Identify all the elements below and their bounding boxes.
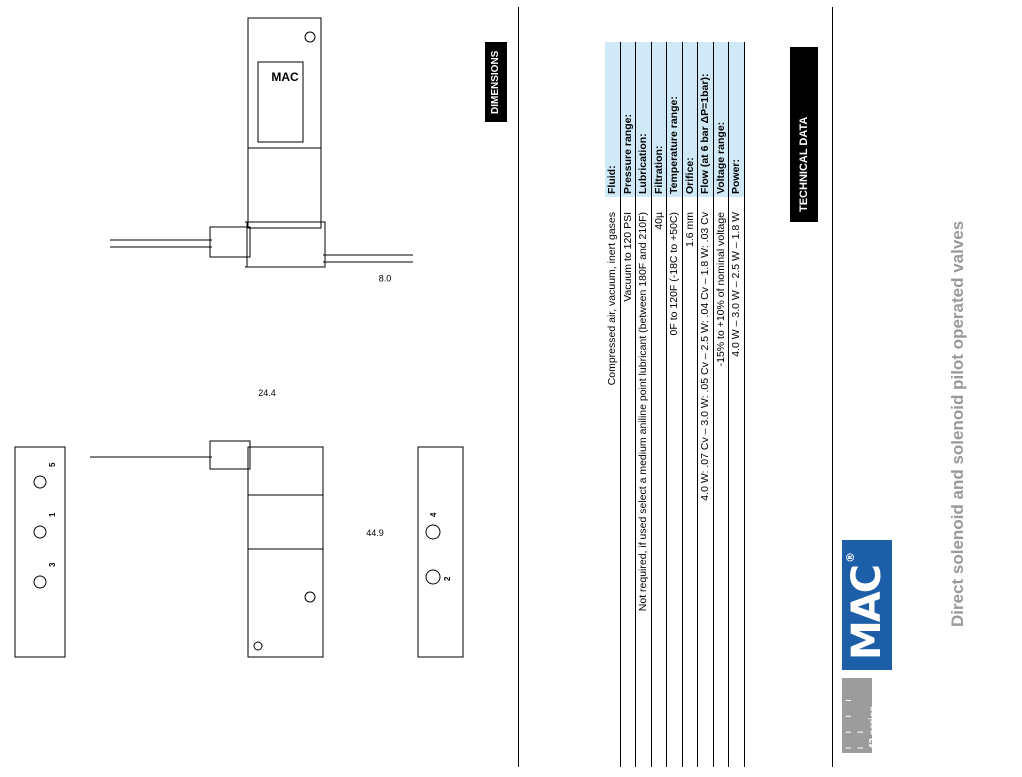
spec-value: 1.6 mm	[683, 212, 696, 248]
dimensions-title: DIMENSIONS	[485, 42, 507, 122]
spec-value: 4.0 W: .07 Cv – 3.0 W: .05 Cv – 2.5 W: .…	[699, 212, 711, 501]
spec-value: -15% to +10% of nominal voltage	[714, 212, 727, 367]
spec-value: Compressed air, vacuum, inert gases	[606, 212, 618, 386]
bottom-face-outline	[14, 446, 66, 658]
valve-bottom-view-drawing: 5 1 3	[14, 446, 66, 658]
valve-side-view-drawing	[245, 221, 413, 268]
series-dots: l l l l l l	[846, 693, 865, 749]
spec-label: Voltage range:	[713, 42, 728, 197]
spec-row-voltage-range: Voltage range: -15% to +10% of nominal v…	[713, 42, 729, 767]
spec-value: Vacuum to 120 PSI	[621, 212, 634, 302]
spec-row-orifice: Orifice: 1.6 mm	[682, 42, 698, 767]
port-3	[33, 575, 47, 589]
series-badge: l l l l l l 43 series	[842, 678, 879, 753]
port-5	[33, 475, 47, 489]
technical-data-title: TECHNICAL DATA	[790, 47, 818, 222]
spec-value: 4.0 W – 3.0 W – 2.5 W – 1.8 W	[730, 212, 742, 357]
spec-label: Filtration:	[651, 42, 666, 197]
spec-label: Orifice:	[682, 42, 697, 197]
technical-data-table: Fluid: Compressed air, vacuum, inert gas…	[605, 42, 745, 767]
port-4	[425, 524, 441, 540]
spec-row-lubrication: Lubrication: Not required, if used selec…	[636, 42, 652, 767]
spec-label: Flow (at 6 bar ΔP=1bar):	[698, 42, 713, 197]
mounting-hole	[253, 641, 263, 651]
port-label-2: 2	[443, 576, 452, 581]
valve-front-view-drawing	[90, 440, 324, 658]
spec-row-filtration: Filtration: 40µ	[651, 42, 667, 767]
registered-mark: ®	[844, 553, 857, 563]
connector-housing	[209, 226, 251, 258]
logo-text: MAC	[844, 565, 890, 660]
port-1	[33, 525, 47, 539]
nameplate-logo: MAC	[271, 70, 299, 84]
page-heading: Direct solenoid and solenoid pilot opera…	[948, 220, 967, 627]
port-label-4: 4	[429, 512, 438, 517]
spec-value: 0F to 120F (-18C to +50C)	[668, 212, 680, 336]
spec-value: Not required, if used select a medium an…	[637, 212, 649, 612]
valve-front-outline	[247, 446, 324, 658]
mounting-hole	[304, 591, 316, 603]
spec-row-power: Power: 4.0 W – 3.0 W – 2.5 W – 1.8 W	[729, 42, 745, 767]
spec-label: Pressure range:	[620, 42, 635, 197]
spec-row-pressure-range: Pressure range: Vacuum to 120 PSI	[620, 42, 636, 767]
spec-label: Power:	[729, 42, 744, 197]
spec-row-flow: Flow (at 6 bar ΔP=1bar): 4.0 W: .07 Cv –…	[698, 42, 714, 767]
spec-row-fluid: Fluid: Compressed air, vacuum, inert gas…	[605, 42, 621, 767]
port-label-3: 3	[48, 562, 57, 567]
spec-label: Temperature range:	[667, 42, 682, 197]
port-2	[425, 569, 441, 585]
section-divider-top	[832, 7, 833, 767]
spec-value: 40µ	[652, 212, 665, 230]
spec-row-temperature-range: Temperature range: 0F to 120F (-18C to +…	[667, 42, 683, 767]
nameplate	[257, 61, 304, 143]
series-label: 43 series	[868, 706, 879, 749]
connector-housing	[209, 440, 251, 470]
mac-logo: MAC ®	[842, 540, 892, 670]
valve-port-view-drawing: 4 2	[417, 446, 464, 658]
mounting-hole	[304, 31, 316, 43]
valve-top-view-drawing: MAC	[110, 17, 322, 258]
port-label-1: 1	[48, 512, 57, 517]
valve-side-outline	[246, 221, 326, 268]
spec-label: Fluid:	[605, 42, 620, 197]
port-label-5: 5	[48, 462, 57, 467]
spec-label: Lubrication:	[636, 42, 651, 197]
section-divider-middle	[518, 7, 519, 767]
dimension-label-height: 8.0	[378, 273, 392, 284]
port-face-outline	[417, 446, 464, 658]
